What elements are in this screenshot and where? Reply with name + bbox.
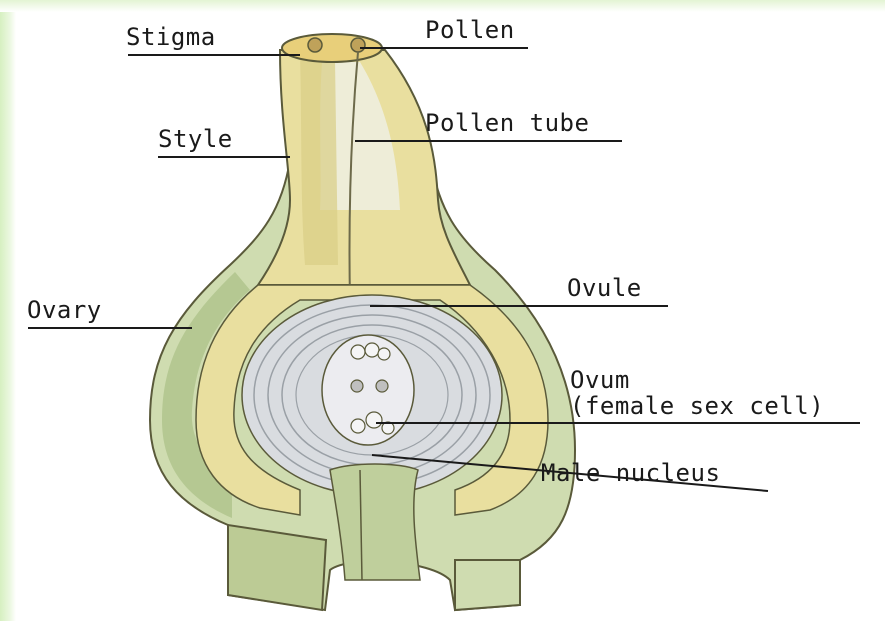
label-pollen-tube: Pollen tube [425, 109, 589, 137]
label-stigma: Stigma [126, 23, 216, 51]
synergid-1 [351, 419, 365, 433]
label-ovum-desc: (female sex cell) [570, 392, 824, 420]
label-pollen: Pollen [425, 16, 515, 44]
egg-cell [366, 412, 382, 428]
polar-nucleus-1 [351, 380, 363, 392]
base-right-block [455, 560, 520, 610]
label-style: Style [158, 125, 233, 153]
label-ovule: Ovule [567, 274, 642, 302]
label-ovary: Ovary [27, 296, 102, 324]
label-ovum: Ovum [570, 366, 630, 394]
funicle-stalk [330, 464, 420, 580]
pollen-grain-2 [351, 38, 365, 52]
label-male-nucleus: Male nucleus [541, 459, 720, 487]
antipodal-cell-3 [378, 348, 390, 360]
base-left-block [228, 525, 326, 610]
antipodal-cell-1 [351, 345, 365, 359]
pollen-grain-1 [308, 38, 322, 52]
polar-nucleus-2 [376, 380, 388, 392]
style-cut-face [300, 55, 338, 265]
antipodal-cell-2 [365, 343, 379, 357]
